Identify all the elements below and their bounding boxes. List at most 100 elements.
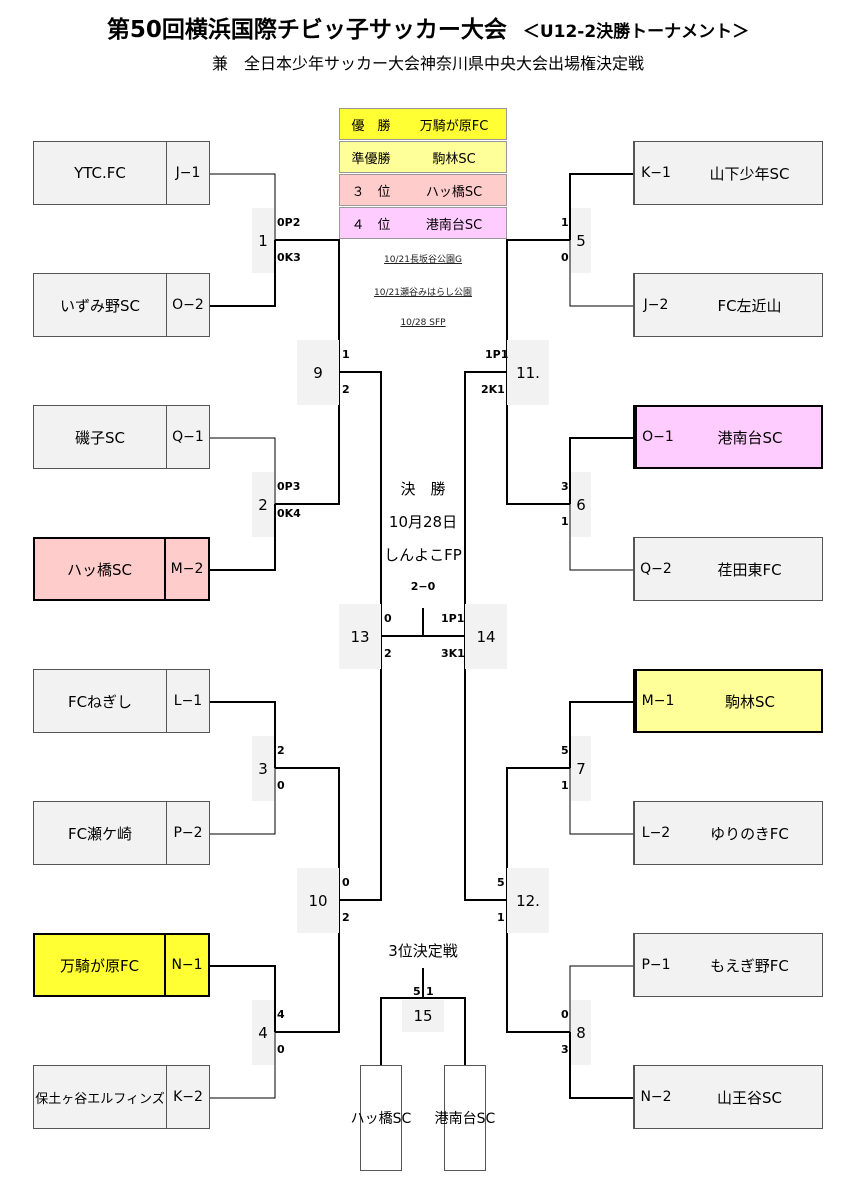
- score-m12-bot: 1: [497, 911, 505, 924]
- venue-1: 10/21長坂谷公園G: [384, 255, 462, 265]
- team-name: FC左近山: [717, 296, 782, 315]
- team-left-5: FCねぎし L−1: [33, 669, 210, 733]
- score-m2-bot: 0K4: [277, 507, 301, 520]
- score-m9-bot: 2: [342, 383, 350, 396]
- team-right-8: N−2 山王谷SC: [633, 1065, 823, 1129]
- match-number-6: 6: [571, 472, 591, 537]
- match-number-12: 12.: [507, 868, 549, 933]
- score-m1-bot: 0K3: [277, 251, 301, 264]
- score-m13-bot: 2: [384, 647, 392, 660]
- line-m1-bot: [210, 240, 276, 307]
- score-m5-top: 1: [561, 216, 569, 229]
- team-right-7: P−1 もえぎ野FC: [633, 933, 823, 997]
- title-main: 第50回横浜国際チビッ子サッカー大会: [106, 17, 507, 43]
- team-code: N−1: [164, 935, 208, 995]
- score-m10-bot: 2: [342, 911, 350, 924]
- team-name: ハッ橋SC: [67, 560, 132, 579]
- team-code: O−1: [635, 407, 679, 467]
- result-third: ３ 位 ハッ橋SC: [339, 174, 507, 206]
- line-m9-out: [339, 371, 382, 636]
- third-place-team-left-name: ハッ橋SC: [350, 1111, 412, 1127]
- score-m2-top: 0P3: [277, 480, 301, 493]
- result-team: 港南台SC: [425, 217, 483, 233]
- result-team: 駒林SC: [432, 151, 476, 167]
- team-right-1: K−1 山下少年SC: [633, 141, 823, 205]
- line-m11-out: [464, 371, 507, 636]
- team-name: 山下少年SC: [709, 164, 790, 183]
- title-sub: ＜U12-2決勝トーナメント＞: [522, 22, 750, 42]
- score-m3-bot: 0: [277, 779, 285, 792]
- team-right-5: M−1 駒林SC: [633, 669, 823, 733]
- team-name: ゆりのきFC: [710, 824, 789, 843]
- score-m4-top: 4: [277, 1008, 285, 1021]
- result-rank: ３ 位: [351, 184, 391, 200]
- score-m8-top: 0: [561, 1008, 569, 1021]
- team-code: L−1: [166, 670, 209, 732]
- final-score: 2−0: [410, 580, 436, 593]
- line-m4-out: [275, 900, 340, 1033]
- line-m4-bot: [210, 1032, 276, 1099]
- venue-3: 10/28 SFP: [400, 318, 446, 328]
- line-m1-top: [210, 173, 276, 240]
- match-number-13: 13: [339, 604, 381, 669]
- team-left-7: 万騎が原FC N−1: [33, 933, 210, 997]
- third-place-team-left: ハッ橋SC: [351, 1065, 411, 1171]
- team-code: J−2: [634, 274, 677, 336]
- score-m4-bot: 0: [277, 1043, 285, 1056]
- team-name: いずみ野SC: [60, 296, 140, 315]
- third-place-label: 3位決定戦: [388, 942, 458, 960]
- result-team: ハッ橋SC: [425, 184, 483, 200]
- score-m11-bot: 2K1: [481, 383, 505, 396]
- line-m8-bot: [569, 1032, 633, 1099]
- line-m1-out: [275, 239, 340, 372]
- match-number-3: 3: [252, 736, 274, 801]
- score-m6-top: 3: [561, 480, 569, 493]
- line-m8-out: [506, 900, 570, 1033]
- team-name: 保土ヶ谷エルフィンズ: [35, 1091, 165, 1107]
- team-left-1: YTC.FC J−1: [33, 141, 210, 205]
- score-m13-top: 0: [384, 612, 392, 625]
- team-code: M−2: [164, 539, 208, 599]
- team-code: L−2: [634, 802, 677, 864]
- result-rank: ４ 位: [351, 217, 391, 233]
- score-m12-top: 5: [497, 876, 505, 889]
- team-left-4: ハッ橋SC M−2: [33, 537, 210, 601]
- score-m8-bot: 3: [561, 1043, 569, 1056]
- final-date: 10月28日: [388, 513, 458, 531]
- team-right-6: L−2 ゆりのきFC: [633, 801, 823, 865]
- score-m6-bot: 1: [561, 515, 569, 528]
- score-m15-right: 1: [426, 985, 434, 998]
- result-rank: 優 勝: [351, 118, 391, 134]
- team-name: 万騎が原FC: [59, 956, 140, 975]
- score-m7-bot: 1: [561, 779, 569, 792]
- team-name: YTC.FC: [74, 164, 126, 182]
- score-m1-top: 0P2: [277, 216, 301, 229]
- line-m4-top: [210, 965, 276, 1032]
- team-code: J−1: [166, 142, 209, 204]
- line-m3-bot: [210, 768, 276, 835]
- line-m10-out: [339, 636, 382, 901]
- final-place: しんよこFP: [384, 546, 462, 564]
- line-m2-out: [275, 372, 340, 505]
- score-m10-top: 0: [342, 876, 350, 889]
- team-code: Q−1: [166, 406, 209, 468]
- team-code: K−1: [634, 142, 677, 204]
- line-m5-bot: [569, 240, 633, 307]
- team-name: もえぎ野FC: [710, 956, 789, 975]
- page-title: 第50回横浜国際チビッ子サッカー大会 ＜U12-2決勝トーナメント＞: [0, 10, 856, 44]
- line-m7-bot: [569, 768, 633, 835]
- line-m6-out: [506, 372, 570, 505]
- match-number-5: 5: [571, 208, 591, 273]
- result-fourth: ４ 位 港南台SC: [339, 207, 507, 239]
- match-number-8: 8: [571, 1000, 591, 1065]
- result-champion: 優 勝 万騎が原FC: [339, 108, 507, 140]
- line-m5-out: [506, 239, 570, 372]
- result-team: 万騎が原FC: [419, 118, 489, 134]
- team-left-8: 保土ヶ谷エルフィンズ K−2: [33, 1065, 210, 1129]
- team-name: 荏田東FC: [717, 560, 782, 579]
- line-m3-out: [275, 767, 340, 900]
- team-name: FCねぎし: [67, 692, 133, 711]
- team-code: P−1: [634, 934, 677, 996]
- team-name: 駒林SC: [725, 692, 775, 711]
